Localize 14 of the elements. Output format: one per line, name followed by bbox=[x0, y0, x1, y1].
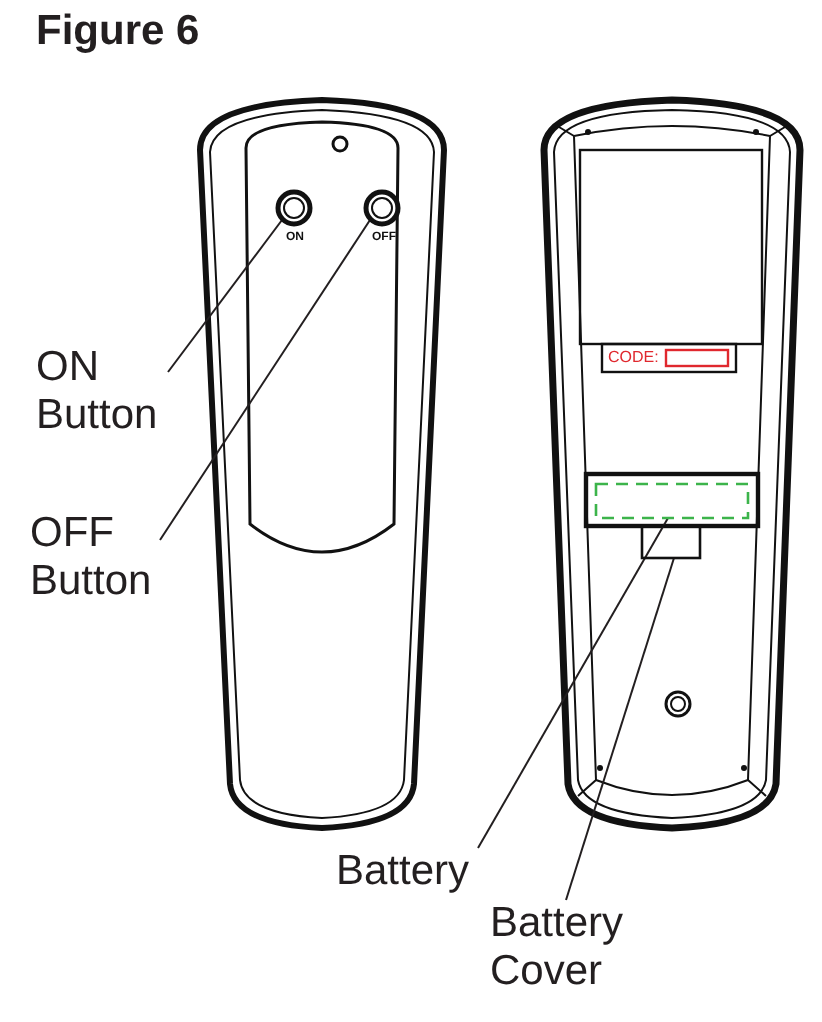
callout-label: OFF Button bbox=[30, 510, 170, 606]
button-circle bbox=[363, 189, 401, 227]
button-circle bbox=[275, 189, 313, 227]
leader-line bbox=[477, 517, 669, 849]
callout-label: Battery Cover bbox=[490, 900, 650, 996]
part-label: CODE: bbox=[608, 348, 659, 366]
figure-title: Figure 6 bbox=[36, 8, 200, 56]
battery-outline bbox=[594, 482, 750, 520]
callout-label: Battery bbox=[336, 848, 470, 896]
callout-label: ON Button bbox=[36, 344, 176, 440]
leader-line bbox=[565, 557, 675, 901]
leader-line bbox=[167, 219, 283, 373]
cover-tab bbox=[640, 524, 702, 560]
leader-line bbox=[159, 219, 371, 541]
